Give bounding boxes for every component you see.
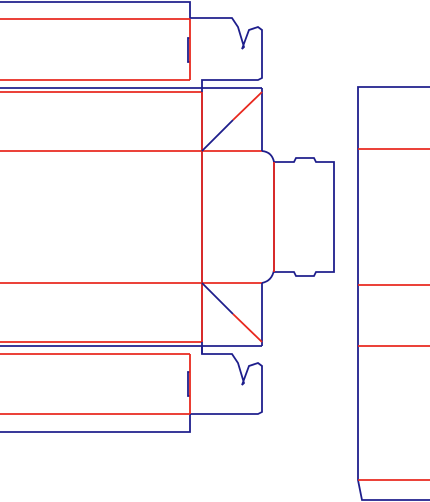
upper-gusset xyxy=(201,91,263,152)
lower-gusset xyxy=(201,282,263,343)
bottom-flap-cut-line xyxy=(0,346,263,433)
lower-gusset-diagonal-fold xyxy=(232,313,263,343)
upper-gusset-diagonal-fold xyxy=(232,91,263,121)
side-tuck-flap xyxy=(261,150,335,284)
top-flap-cut-line xyxy=(0,1,263,88)
bottom-flap-lock-notch xyxy=(187,371,190,397)
main-box-blank xyxy=(0,1,335,433)
side-tuck-lock-tab-outline xyxy=(274,157,335,277)
upper-gusset-diagonal-cut xyxy=(201,119,234,152)
side-tuck-flap-outline xyxy=(261,150,275,284)
top-flap-lock-notch xyxy=(187,37,190,63)
bottom-flap-panel xyxy=(0,346,263,433)
secondary-sleeve-blank xyxy=(357,86,430,501)
top-flap-panel xyxy=(0,1,263,88)
body-panels xyxy=(0,87,263,354)
lower-gusset-diagonal-cut xyxy=(201,282,234,315)
